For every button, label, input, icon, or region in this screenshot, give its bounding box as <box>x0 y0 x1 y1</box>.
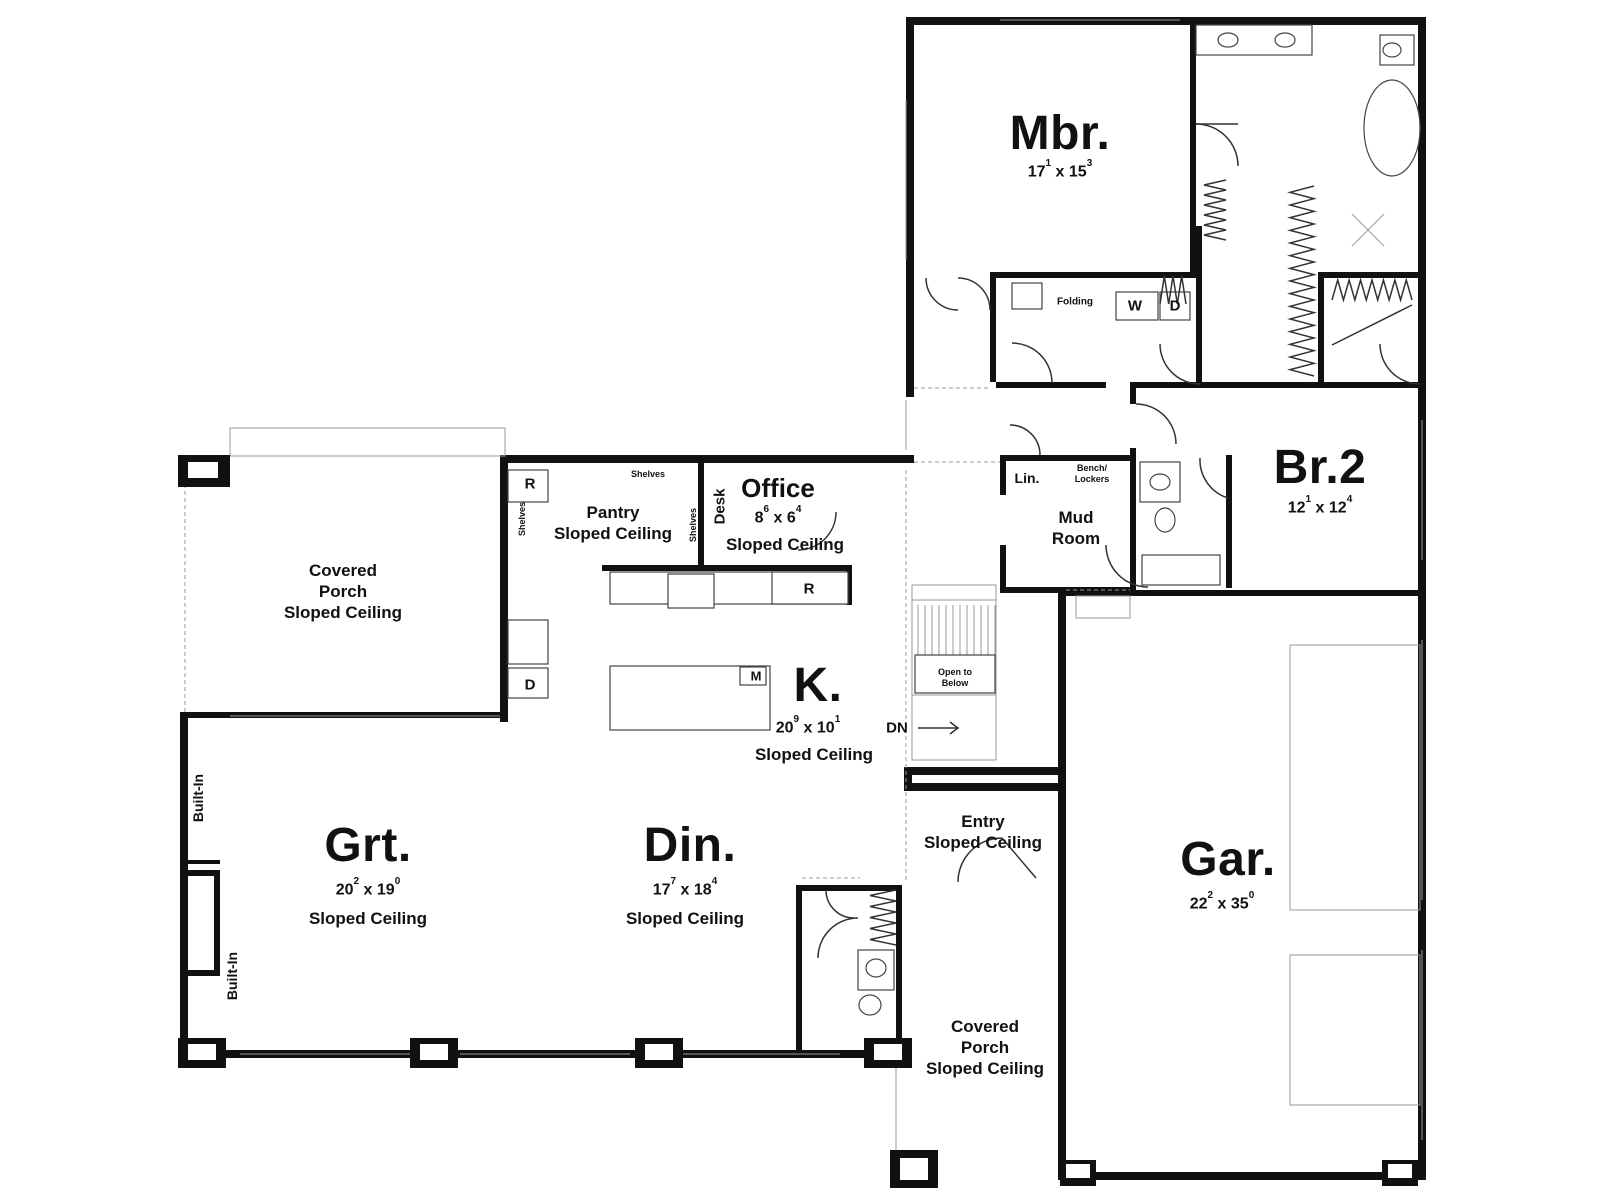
great-room-ceiling: Sloped Ceiling <box>308 909 428 928</box>
door-swings <box>797 123 1421 959</box>
dining-dimensions: 177 x 184 <box>652 876 718 899</box>
office-ceiling: Sloped Ceiling <box>725 535 845 554</box>
great-room-label: Grt. <box>324 819 412 872</box>
dishwasher-label: D <box>524 676 536 694</box>
refrigerator-pantry-label: R <box>524 475 536 493</box>
garage-stalls <box>1289 644 1421 1106</box>
built-in-upper-label: Built-In <box>190 773 207 823</box>
kitchen-fixtures <box>507 469 849 731</box>
west-porch <box>178 427 506 717</box>
garage-dimensions: 222 x 350 <box>1189 890 1255 913</box>
desk-label: Desk <box>711 488 729 525</box>
shelves-right-label: Shelves <box>688 507 699 543</box>
refrigerator-kitchen-label: R <box>803 580 815 598</box>
office-label: Office <box>741 473 815 503</box>
microwave-label: M <box>750 668 762 684</box>
closet-rod <box>1287 185 1317 377</box>
kitchen-dimensions: 209 x 101 <box>775 714 841 737</box>
shelves-left-label: Shelves <box>517 501 528 537</box>
great-room-dimensions: 202 x 190 <box>335 876 401 899</box>
stairs <box>911 584 997 761</box>
kitchen-label: K. <box>793 659 843 712</box>
mbr-label: Mbr. <box>1009 107 1111 160</box>
mbr-dimensions: 171 x 153 <box>1027 158 1093 181</box>
closet-rod <box>1331 304 1413 346</box>
built-in-lower-label: Built-In <box>224 951 241 1001</box>
closet-rods <box>869 179 1413 946</box>
dining-ceiling: Sloped Ceiling <box>625 909 745 928</box>
closet-rod <box>869 889 897 946</box>
shelves-top-label: Shelves <box>630 469 666 479</box>
folding-label: Folding <box>1056 296 1094 308</box>
br2-label: Br.2 <box>1273 441 1367 494</box>
dining-label: Din. <box>643 819 737 872</box>
closet-rod <box>1159 275 1187 305</box>
office-dimensions: 86 x 64 <box>754 504 802 527</box>
down-label: DN <box>886 719 908 737</box>
front-porch <box>890 1058 938 1188</box>
closet-rod <box>1331 277 1413 303</box>
windows <box>240 19 1423 1140</box>
dryer-label: D <box>1169 297 1181 315</box>
br2-dimensions: 121 x 124 <box>1287 494 1353 517</box>
kitchen-ceiling: Sloped Ceiling <box>754 745 874 764</box>
south-piers <box>178 1038 1418 1186</box>
bench-lockers-label: Bench/Lockers <box>1074 463 1110 484</box>
washer-label: W <box>1127 297 1143 315</box>
openings <box>802 387 1131 880</box>
garage-label: Gar. <box>1180 833 1276 886</box>
closet-rod <box>1203 179 1227 241</box>
bath-fixtures <box>857 24 1421 1016</box>
linen-label: Lin. <box>1014 470 1040 486</box>
